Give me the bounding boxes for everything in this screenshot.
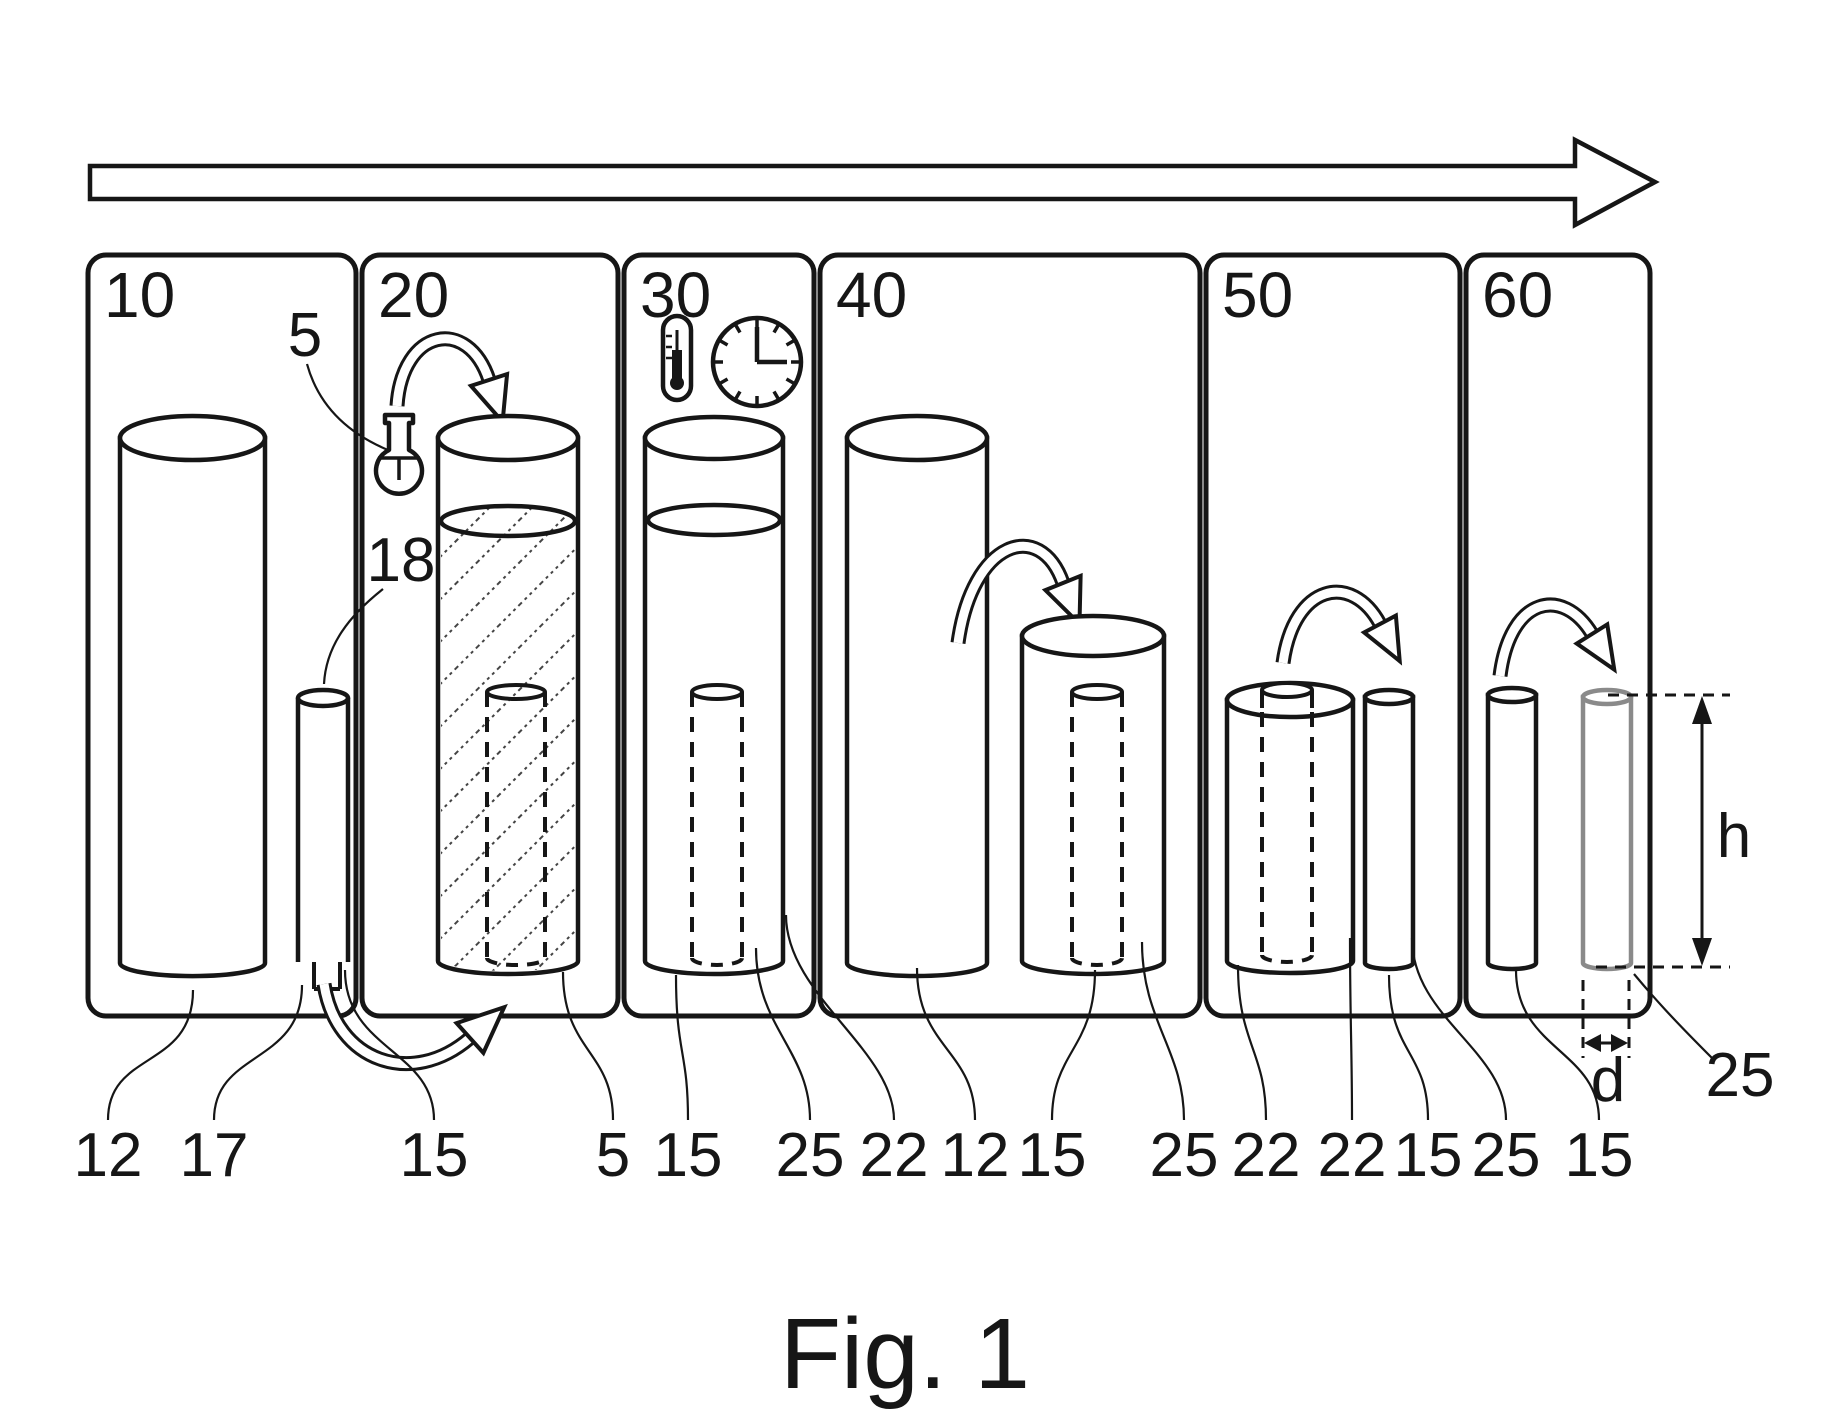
rod-15-dashed (690, 683, 744, 967)
extracted-rod-25 (1362, 687, 1416, 972)
leader-line (1514, 969, 1601, 1121)
rod-15-in-vessel (1260, 681, 1314, 964)
panel-number-40: 40 (836, 259, 907, 331)
step-panel-60 (1463, 252, 1653, 1019)
ref-numeral-22-11: 22 (1318, 1121, 1387, 1190)
rod-15-dashed (485, 683, 547, 967)
ref-label-18: 18 (367, 526, 436, 595)
leader-line (1050, 969, 1097, 1121)
rod-25-coated (1580, 687, 1634, 972)
ref-numeral-12-0: 12 (74, 1121, 143, 1190)
dim-label-d: d (1591, 1046, 1625, 1115)
clock-tick (734, 324, 742, 334)
clock-tick (772, 324, 780, 334)
step-panel-10 (85, 252, 359, 1019)
ref-numeral-22-6: 22 (860, 1121, 929, 1190)
rod-15-final (1485, 685, 1539, 972)
thermometer-icon (660, 313, 694, 403)
panel-number-20: 20 (378, 259, 449, 331)
clock-tick (734, 390, 742, 400)
ref-numeral-15-2: 15 (400, 1121, 469, 1190)
ref-numeral-22-10: 22 (1232, 1121, 1301, 1190)
ref-numeral-15-14: 15 (1565, 1121, 1634, 1190)
flask-icon (373, 412, 425, 496)
leader-line (1410, 937, 1508, 1121)
panel-number-60: 60 (1482, 259, 1553, 331)
leader-line (305, 363, 389, 452)
ref-numeral-12-7: 12 (941, 1121, 1010, 1190)
vessel-12-cylinder (117, 413, 268, 979)
leader-line (322, 588, 384, 685)
extract-arc-arrow (1275, 584, 1403, 666)
transfer-arc-arrow (316, 982, 508, 1071)
clock-tick (719, 377, 729, 385)
dim-label-h: h (1717, 802, 1751, 871)
leader-line (1348, 937, 1354, 1121)
height-dimension (1596, 693, 1730, 969)
process-flow-arrow (87, 136, 1660, 229)
finish-arc-arrow (1492, 597, 1617, 678)
reference-leader-lines (106, 914, 1601, 1121)
clock-icon (710, 315, 804, 409)
ref-numeral-25-9: 25 (1150, 1121, 1219, 1190)
leader-line (106, 989, 195, 1121)
clock-tick (785, 377, 795, 385)
ref-label-25-final: 25 (1706, 1041, 1775, 1110)
vessel-22-resting (642, 414, 786, 977)
leader-line (754, 947, 812, 1121)
step-panel-50 (1203, 252, 1463, 1019)
rod-15-dashed (1070, 683, 1124, 967)
ref-numeral-15-12: 15 (1394, 1121, 1463, 1190)
leader-line (212, 984, 304, 1121)
demold-arc-arrow (950, 538, 1083, 645)
mold-cylinder-22 (1019, 613, 1167, 977)
ref-numeral-25-13: 25 (1472, 1121, 1541, 1190)
pour-arc-arrow (389, 331, 510, 427)
clock-tick (772, 390, 780, 400)
leader-line (561, 971, 615, 1121)
panel-number-50: 50 (1222, 259, 1293, 331)
diameter-dimension (1581, 980, 1631, 1058)
step-panel-40 (817, 252, 1203, 1019)
liquid-level (438, 503, 578, 539)
ref-numeral-25-5: 25 (776, 1121, 845, 1190)
leader-line (1387, 974, 1430, 1121)
ref-numeral-15-4: 15 (654, 1121, 723, 1190)
leader-line (674, 974, 690, 1121)
leader-line (1140, 941, 1186, 1121)
vessel-22-short (1224, 680, 1356, 976)
ref-numeral-17-1: 17 (180, 1121, 249, 1190)
leader-line (343, 969, 436, 1121)
step-panel-30 (621, 252, 817, 1019)
ref-label-5: 5 (288, 301, 322, 370)
leader-line (784, 914, 896, 1121)
liquid-5-hatched (441, 506, 575, 971)
leader-line (1633, 973, 1713, 1059)
panel-number-10: 10 (104, 259, 175, 331)
leader-line (1236, 964, 1268, 1121)
clock-hands (754, 327, 787, 365)
leader-line (915, 967, 977, 1121)
feed-tube-17 (295, 687, 351, 991)
vessel-12-cylinder (844, 413, 990, 979)
clock-tick (785, 339, 795, 347)
ref-numeral-15-8: 15 (1018, 1121, 1087, 1190)
liquid-level (645, 502, 783, 538)
clock-tick (719, 339, 729, 347)
ref-numeral-5-3: 5 (596, 1121, 630, 1190)
figure-caption: Fig. 1 (780, 1298, 1030, 1410)
mold-cylinder-22-filled (435, 413, 581, 977)
